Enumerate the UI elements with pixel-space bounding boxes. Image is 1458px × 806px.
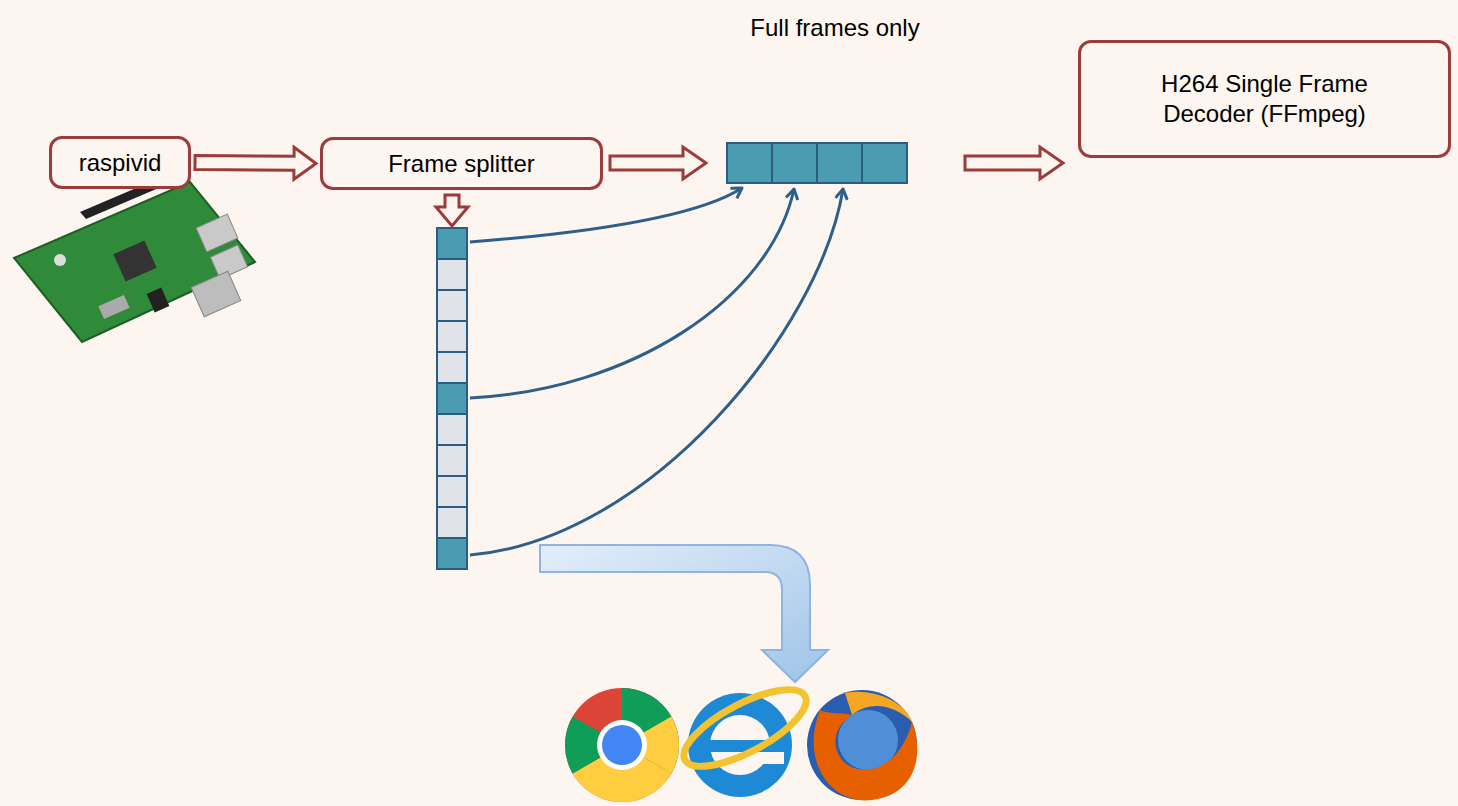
queue-label: Full frames only — [750, 14, 919, 42]
stream-arrow — [540, 545, 828, 682]
block-arrow — [436, 195, 468, 226]
firefox-icon — [807, 690, 917, 800]
process-box: H264 Single Frame Decoder (FFmpeg) — [1078, 40, 1451, 158]
block-arrow — [610, 147, 706, 179]
process-box: Frame splitter — [320, 137, 603, 190]
box-text: H264 Single Frame Decoder (FFmpeg) — [1145, 69, 1385, 129]
box-text: Frame splitter — [388, 149, 535, 179]
raspberry-pi-board — [14, 171, 255, 342]
ie-icon — [674, 675, 817, 797]
frame-buffer — [437, 228, 467, 569]
process-box: raspivid — [49, 136, 191, 189]
frame-arrows — [470, 188, 843, 555]
box-text: raspivid — [79, 148, 162, 178]
block-arrow — [965, 147, 1063, 179]
frame-queue — [727, 143, 907, 183]
block-arrow — [195, 147, 316, 179]
chrome-icon — [565, 681, 700, 802]
